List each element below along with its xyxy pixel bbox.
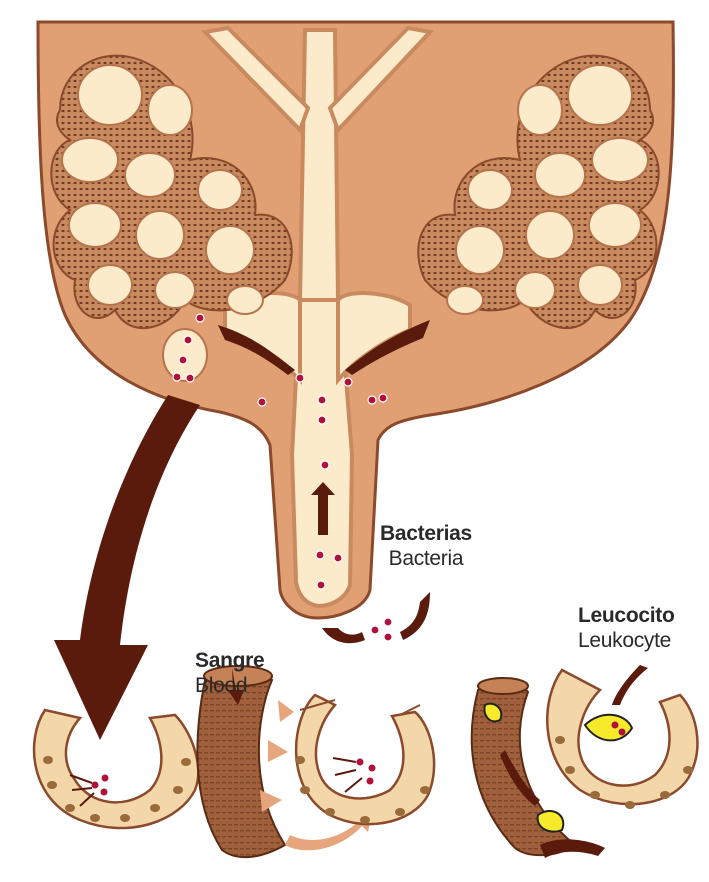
- label-blood-en: Blood: [195, 675, 264, 696]
- alveolus-panel-2: [295, 695, 434, 824]
- alveolus-panel-1: [34, 710, 198, 828]
- label-bacteria: Bacterias Bacteria: [380, 523, 472, 569]
- big-arrow-to-zoom: [54, 395, 200, 740]
- label-blood: Sangre Blood: [195, 650, 264, 696]
- arrow-bacteria-entry-right: [400, 592, 430, 640]
- label-bacteria-en: Bacteria: [380, 548, 472, 569]
- label-leukocyte-en: Leukocyte: [578, 630, 674, 651]
- arrow-bacteria-entry-left: [322, 628, 365, 643]
- label-bacteria-es: Bacterias: [380, 523, 472, 544]
- label-leukocyte-es: Leucocito: [578, 605, 674, 626]
- label-leukocyte: Leucocito Leukocyte: [578, 605, 674, 651]
- leukocyte-arrow: [612, 665, 648, 705]
- alveolus-panel-3: [547, 665, 697, 809]
- label-blood-es: Sangre: [195, 650, 264, 671]
